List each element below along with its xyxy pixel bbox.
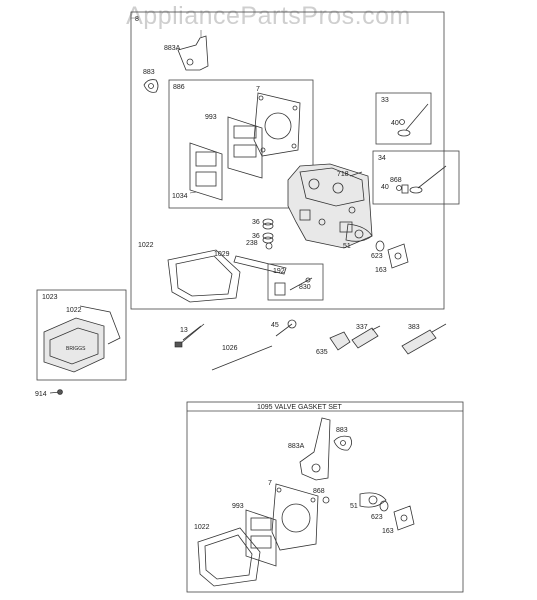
part-1023-valve-cover[interactable]: BRIGGS [43, 305, 121, 373]
part-34-exhaust-valve[interactable] [396, 165, 447, 194]
callout-1022: 1022 [138, 242, 154, 249]
subbox-192 [267, 263, 324, 301]
callout-238: 238 [246, 240, 258, 247]
callout-7: 7 [256, 86, 260, 93]
svg-text:BRIGGS: BRIGGS [66, 346, 86, 352]
callout-383: 383 [408, 324, 420, 331]
subbox-33 [375, 92, 432, 145]
gasket-set-part-163[interactable] [393, 505, 415, 531]
callout-830: 830 [299, 284, 311, 291]
callout-40b: 40 [381, 184, 389, 191]
callout-635: 635 [316, 349, 328, 356]
part-cylinder-head[interactable] [287, 163, 373, 249]
gasket-set-part-868[interactable] [322, 496, 330, 504]
part-7-head-gasket[interactable] [253, 92, 301, 157]
callout-337: 337 [356, 324, 368, 331]
callout-1029: 1029 [214, 251, 230, 258]
watermark-text: AppliancePartsPros.com [126, 2, 411, 30]
gasket-set-callout-883: 883 [336, 427, 348, 434]
callout-868: 868 [390, 177, 402, 184]
part-914-screw[interactable] [49, 389, 63, 395]
part-13-bolt[interactable] [174, 323, 205, 348]
gasket-set-callout-7: 7 [268, 480, 272, 487]
gasket-set-callout-1022: 1022 [194, 524, 210, 531]
part-1022-valve-cover-gasket[interactable] [167, 249, 241, 303]
gasket-set-box [186, 401, 464, 593]
callout-13: 13 [180, 327, 188, 334]
part-36-spring-top[interactable] [262, 218, 274, 230]
callout-51: 51 [343, 243, 351, 250]
main-assembly-box [130, 11, 445, 310]
part-192-breather[interactable] [274, 277, 313, 296]
callout-163: 163 [375, 267, 387, 274]
part-1026-pushrod[interactable] [211, 345, 273, 371]
gasket-set-part-51[interactable] [359, 492, 387, 508]
part-635-boot[interactable] [329, 331, 351, 351]
subbox-34-label: 34 [378, 155, 386, 162]
gasket-set-callout-993: 993 [232, 503, 244, 510]
gasket-set-part-7[interactable] [271, 483, 319, 551]
gasket-set-callout-51: 51 [350, 503, 358, 510]
callout-1026: 1026 [222, 345, 238, 352]
callout-883A: 883A [164, 45, 181, 52]
part-1034-plate[interactable] [189, 142, 223, 201]
part-718-pin[interactable] [349, 171, 363, 177]
subbox-886 [168, 79, 314, 209]
part-883A[interactable] [177, 30, 209, 71]
part-383-tool[interactable] [401, 323, 447, 355]
gasket-set-part-623[interactable] [379, 500, 389, 512]
gasket-set-title: 1095 VALVE GASKET SET [257, 404, 343, 411]
gasket-set-part-993[interactable] [245, 509, 277, 567]
gasket-set-callout-868: 868 [313, 488, 325, 495]
part-51-gasket[interactable] [345, 223, 373, 242]
gasket-set-part-883[interactable] [333, 435, 352, 451]
part-33-intake-valve[interactable] [397, 103, 429, 137]
callout-36a: 36 [252, 219, 260, 226]
callout-883: 883 [143, 69, 155, 76]
gasket-set-callout-163: 163 [382, 528, 394, 535]
subbox-34 [372, 150, 460, 205]
subbox-192-label: 192 [273, 268, 285, 275]
part-993-gasket[interactable] [227, 116, 263, 179]
part-238[interactable] [265, 242, 273, 250]
callout-36b: 36 [252, 233, 260, 240]
part-45-tube[interactable] [275, 319, 297, 337]
part-163-gasket[interactable] [387, 243, 409, 269]
callout-993: 993 [205, 114, 217, 121]
gasket-set-callout-883A: 883A [288, 443, 305, 450]
callout-718: 718 [337, 171, 349, 178]
gasket-set-part-883A[interactable] [299, 417, 331, 481]
main-box-label: 8 [135, 16, 139, 23]
callout-1022b: 1022 [66, 307, 82, 314]
gasket-set-part-1022[interactable] [197, 527, 261, 587]
subbox-886-label: 886 [173, 84, 185, 91]
subbox-33-label: 33 [381, 97, 389, 104]
callout-40a: 40 [391, 120, 399, 127]
part-623-ring[interactable] [375, 240, 385, 252]
gasket-set-callout-623: 623 [371, 514, 383, 521]
part-36-spring-bottom[interactable] [262, 232, 274, 244]
callout-623: 623 [371, 253, 383, 260]
callout-45: 45 [271, 322, 279, 329]
subbox-1023 [36, 289, 127, 381]
part-883[interactable] [143, 79, 159, 93]
callout-1034: 1034 [172, 193, 188, 200]
callout-914: 914 [35, 391, 47, 398]
part-337-spark-plug[interactable] [351, 325, 381, 349]
subbox-1023-label: 1023 [42, 294, 58, 301]
